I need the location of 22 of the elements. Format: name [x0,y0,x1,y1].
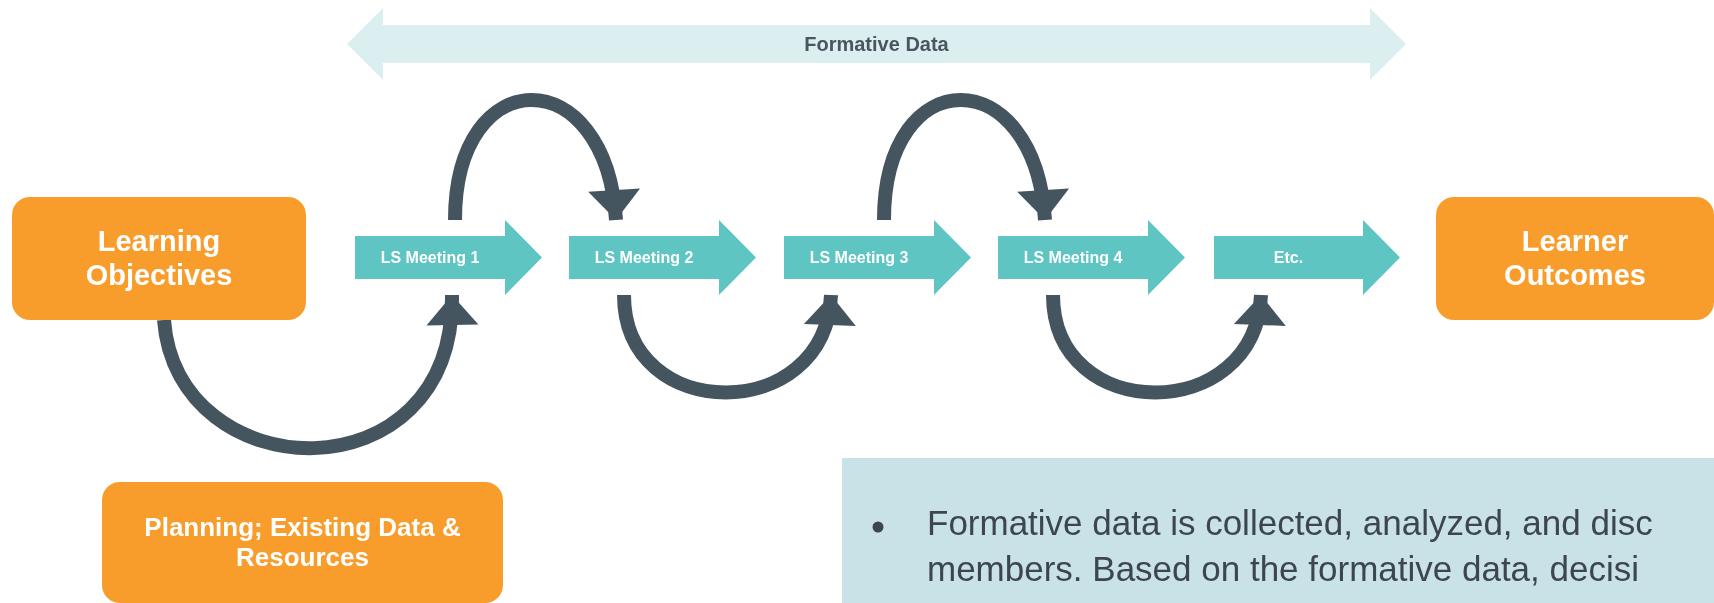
step-label: LS Meeting 4 [1022,248,1124,267]
box-label: Learning Objectives [84,225,234,292]
rounded-box [12,197,306,320]
curved-arrow [877,93,1067,221]
note-text: Formative data is collected, analyzed, and disc members. Based on the formative data, decisi [927,502,1654,590]
step-label: Etc. [1272,248,1305,267]
step-label: LS Meeting 1 [379,248,481,267]
step-label: LS Meeting 2 [593,248,695,267]
banner-label: Formative Data [804,32,949,56]
arrow-shape [355,220,542,295]
arrow-shape [784,220,971,295]
curved-arrow [448,93,638,221]
step-label: LS Meeting 3 [808,248,910,267]
double-arrow-banner [347,8,1406,80]
arrow-shape [998,220,1185,295]
arrow-shape [1214,220,1400,295]
rounded-box [1436,197,1714,320]
arrow-shape [569,220,756,295]
note-panel [842,458,1714,603]
box-label: Planning; Existing Data & Resources [143,512,462,573]
box-label: Learner Outcomes [1503,225,1647,292]
rounded-box [102,482,503,603]
